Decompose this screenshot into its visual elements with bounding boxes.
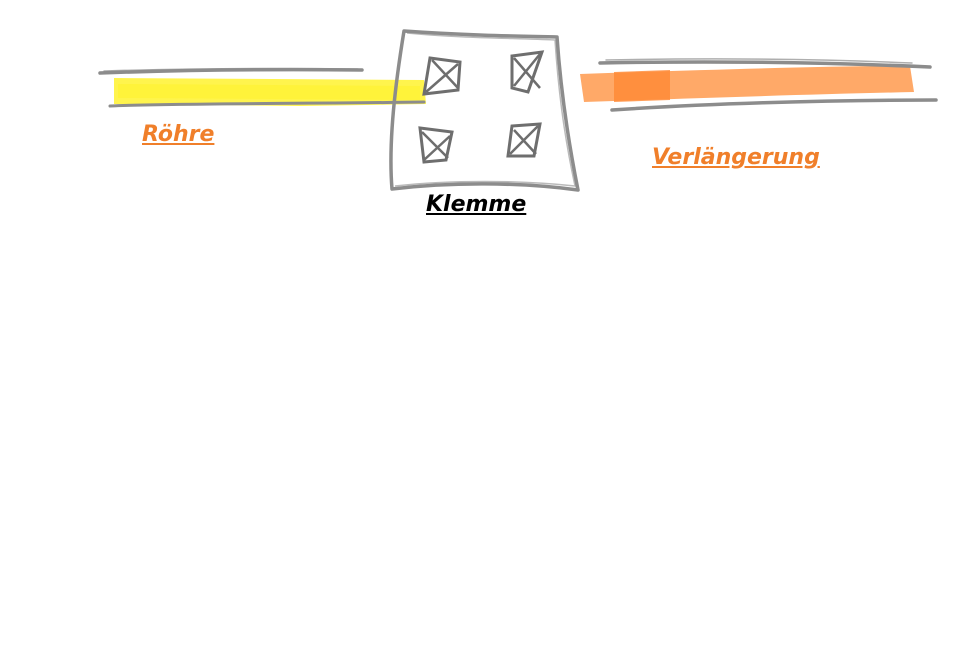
extension-top-line [598,60,932,69]
clamp-sketch [389,29,580,192]
extension-fill-dark [614,70,670,102]
extension-bottom-line [610,98,938,112]
extension-sketch [580,58,938,112]
tube-sketch [98,67,426,108]
clamp-outline-2 [394,32,576,187]
tube-bottom-line [108,100,426,108]
clamp-screw-bottom-left [418,126,454,164]
tube-label: Röhre [142,122,215,147]
tube-fill-stroke [118,84,420,100]
extension-label: Verlängerung [652,145,820,170]
clamp-outline [389,29,580,192]
clamp-screw-bottom-right [506,122,542,158]
clamp-screw-top-right [510,50,545,94]
clamp-screw-top-left [422,56,462,96]
tube-top-line-2 [103,67,359,72]
extension-top-line-2 [605,58,913,64]
tube-top-line [98,67,364,75]
clamp-label: Klemme [426,192,527,217]
